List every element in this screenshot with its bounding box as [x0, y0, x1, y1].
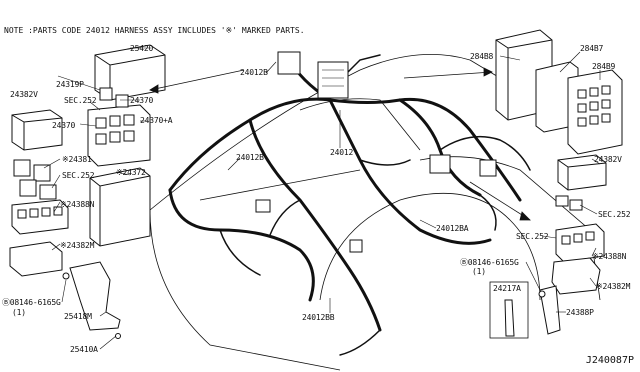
bracket-24382m-left: [9, 241, 63, 277]
cover-24382v-right: [557, 154, 607, 191]
label-24012b-mid[interactable]: 24012B: [236, 153, 264, 162]
box-24372: [89, 167, 151, 247]
label-24382m-right[interactable]: ※24382M: [596, 282, 631, 291]
parts-note: NOTE :PARTS CODE 24012 HARNESS ASSY INCL…: [4, 26, 305, 35]
label-24382v-right[interactable]: 24382V: [594, 155, 622, 164]
label-24319p[interactable]: 24319P: [56, 80, 84, 89]
label-sec252-r2[interactable]: SEC.252: [516, 232, 549, 241]
label-24382m-left[interactable]: ※24382M: [60, 241, 95, 250]
cover-24382v-left: [11, 109, 63, 151]
fuse-block-24388n-left: [11, 199, 69, 235]
relays-24381: [13, 159, 57, 200]
label-24012bb[interactable]: 24012BB: [302, 313, 335, 322]
label-24370a[interactable]: 24370+A: [140, 116, 173, 125]
module-284b9: [567, 69, 623, 155]
label-24372[interactable]: ※24372: [116, 168, 146, 177]
label-24012[interactable]: 24012: [330, 148, 354, 157]
label-24217a[interactable]: 24217A: [493, 284, 521, 293]
fuse-block-24388n-right: [555, 223, 605, 263]
bracket-25418m: [69, 261, 121, 331]
label-bolt-left-qty: (1): [12, 308, 26, 317]
label-24381[interactable]: ※24381: [62, 155, 92, 164]
label-bolt-right-qty: (1): [472, 267, 486, 276]
label-24388n-left[interactable]: ※24388N: [60, 200, 95, 209]
label-bolt-right[interactable]: Ⓑ08146-6165G: [460, 258, 519, 267]
fender-edge: [199, 169, 361, 201]
label-25420[interactable]: 25420: [130, 44, 154, 53]
label-284b8[interactable]: 284B8: [470, 52, 494, 61]
label-25418m[interactable]: 25418M: [64, 312, 92, 321]
wire-harness: [168, 58, 522, 332]
harness-junction-block: [317, 61, 349, 99]
label-bolt-left[interactable]: Ⓑ08146-6165G: [2, 298, 61, 307]
label-sec252-r1[interactable]: SEC.252: [598, 210, 631, 219]
label-284b7[interactable]: 284B7: [580, 44, 604, 53]
inner-panel: [299, 98, 421, 151]
label-25410a[interactable]: 25410A: [70, 345, 98, 354]
label-sec252-b[interactable]: SEC.252: [62, 171, 95, 180]
bracket-24382m-right: [551, 257, 601, 295]
label-284b9[interactable]: 284B9: [592, 62, 616, 71]
label-24012ba[interactable]: 24012BA: [436, 224, 469, 233]
label-24388n-right[interactable]: ※24388N: [592, 252, 627, 261]
box-24217a: [489, 281, 529, 339]
fender-outline: [149, 209, 341, 371]
label-24382v-left[interactable]: 24382V: [10, 90, 38, 99]
label-24012b-top[interactable]: 24012B: [240, 68, 268, 77]
harness-connector-top: [277, 51, 301, 75]
wheel-arch: [319, 192, 541, 301]
label-24370[interactable]: 24370: [52, 121, 76, 130]
label-24370-a[interactable]: 24370: [130, 96, 154, 105]
bracket-24388p: [539, 285, 561, 335]
diagram-code: J240087P: [585, 355, 634, 366]
label-sec252-a[interactable]: SEC.252: [64, 96, 97, 105]
label-24388p[interactable]: 24388P: [566, 308, 594, 317]
